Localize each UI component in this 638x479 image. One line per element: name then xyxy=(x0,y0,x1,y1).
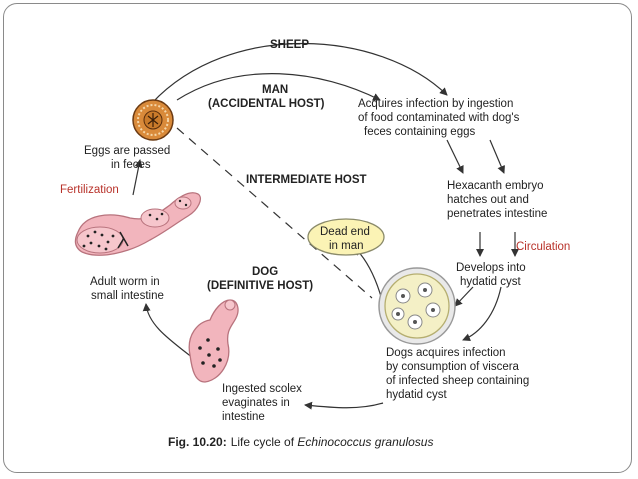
label-acquire-3: feces containing eggs xyxy=(364,126,475,138)
egg-illustration xyxy=(132,99,174,141)
hydatid-cyst-illustration xyxy=(378,267,456,345)
arrow-scolex-to-adult xyxy=(142,303,194,359)
label-acquire-2: of food contaminated with dog's xyxy=(358,112,520,124)
adult-worm-illustration xyxy=(74,192,202,256)
label-intermediate-host: INTERMEDIATE HOST xyxy=(246,174,367,186)
caption-prefix: Fig. 10.20: xyxy=(168,435,227,449)
label-man: MAN xyxy=(262,84,288,96)
dead-end-bubble xyxy=(307,218,385,256)
label-dogs-4: hydatid cyst xyxy=(386,389,448,401)
label-accidental-host: (ACCIDENTAL HOST) xyxy=(208,98,325,110)
arrow-sheep-arc xyxy=(151,43,448,104)
arrow-dogs-to-scolex xyxy=(304,401,384,410)
label-dead-end-2: in man xyxy=(329,240,364,252)
arrows xyxy=(132,43,519,410)
arrow-acquire-to-hexa-1 xyxy=(446,139,464,174)
label-hexa-2: hatches out and xyxy=(447,194,529,206)
label-develops-1: Develops into xyxy=(456,262,526,274)
arrow-cyst-to-deadend xyxy=(354,247,383,301)
label-dogs-1: Dogs acquires infection xyxy=(386,347,506,359)
label-scolex-3: intestine xyxy=(222,411,265,423)
label-sheep: SHEEP xyxy=(270,39,309,51)
caption-species: Echinococcus granulosus xyxy=(297,435,433,449)
label-dog: DOG xyxy=(252,266,278,278)
label-circulation: Circulation xyxy=(516,241,570,253)
diagram-labels: SHEEP MAN (ACCIDENTAL HOST) Acquires inf… xyxy=(60,39,570,423)
label-dogs-2: by consumption of viscera xyxy=(386,361,520,373)
label-definitive-host: (DEFINITIVE HOST) xyxy=(207,280,313,292)
label-dead-end-1: Dead end xyxy=(320,226,370,238)
label-fertilization: Fertilization xyxy=(60,184,119,196)
label-adult-2: small intestine xyxy=(91,290,164,302)
caption-text: Life cycle of xyxy=(231,435,298,449)
arrow-acquire-to-hexa-2 xyxy=(489,139,505,174)
label-eggs-2: in feces xyxy=(111,159,151,171)
figure-caption: Fig. 10.20: Life cycle of Echinococcus gr… xyxy=(168,435,433,449)
arrow-develops-to-dogs xyxy=(462,286,502,342)
label-develops-2: hydatid cyst xyxy=(460,276,522,288)
label-scolex-1: Ingested scolex xyxy=(222,383,302,395)
label-scolex-2: evaginates in xyxy=(222,397,290,409)
arrow-develops-to-cyst xyxy=(454,286,474,307)
arrow-man-arc xyxy=(176,73,381,101)
label-hexa-1: Hexacanth embryo xyxy=(447,180,544,192)
label-adult-1: Adult worm in xyxy=(90,276,160,288)
label-eggs-1: Eggs are passed xyxy=(84,145,170,157)
arrow-fertilization-to-egg xyxy=(132,159,143,196)
label-hexa-3: penetrates intestine xyxy=(447,208,547,220)
scolex-illustration xyxy=(188,299,239,383)
label-dogs-3: of infected sheep containing xyxy=(386,375,529,387)
dashed-man-line xyxy=(176,127,373,299)
label-acquire-1: Acquires infection by ingestion xyxy=(358,98,513,110)
